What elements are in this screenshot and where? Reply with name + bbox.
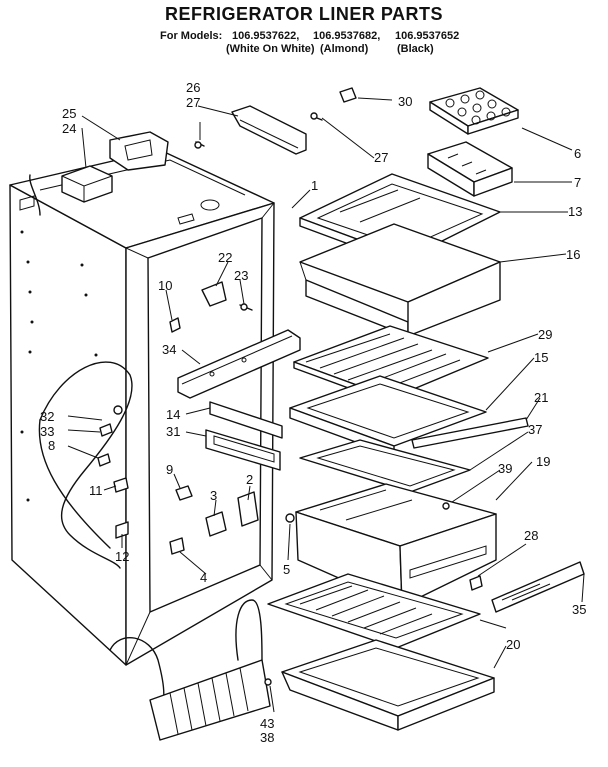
models-prefix: For Models:	[160, 30, 223, 42]
model-number-3: 106.9537652	[395, 30, 460, 42]
control-housing-parts	[61, 87, 357, 203]
callout-11: 11	[89, 483, 103, 498]
pan-18	[267, 573, 481, 649]
egg-tray	[429, 87, 519, 135]
callout-12: 12	[115, 549, 129, 564]
callout-35: 35	[572, 602, 586, 617]
callout-29: 29	[538, 327, 552, 342]
callout-39: 39	[498, 461, 512, 476]
callout-6: 6	[574, 146, 581, 161]
shelf-drawer-stack	[267, 87, 585, 731]
finish-label-2: (Almond)	[320, 43, 369, 55]
heater-assembly	[109, 599, 272, 741]
page-title: REFRIGERATOR LINER PARTS	[164, 4, 443, 24]
bottom-drawer-20	[281, 639, 495, 731]
callout-4: 4	[200, 570, 207, 585]
callout-3: 3	[210, 488, 217, 503]
callout-15: 15	[534, 350, 548, 365]
leader-lines	[67, 97, 585, 713]
dairy-bin	[427, 141, 513, 197]
callout-19: 19	[536, 454, 550, 469]
callout-16: 16	[566, 247, 580, 262]
callout-37: 37	[528, 422, 542, 437]
model-number-1: 106.9537622,	[232, 30, 300, 42]
callout-14: 14	[166, 407, 180, 422]
callout-23: 23	[234, 268, 248, 283]
callout-21: 21	[534, 390, 548, 405]
side-holes	[20, 230, 98, 502]
callout-26: 26	[186, 80, 200, 95]
callout-7: 7	[574, 175, 581, 190]
callout-28: 28	[524, 528, 538, 543]
heater-fins	[169, 667, 249, 735]
callout-25: 25	[62, 106, 76, 121]
callout-10: 10	[158, 278, 172, 293]
callout-33: 33	[40, 424, 54, 439]
crisper-drawer-upper	[299, 223, 501, 337]
callout-31: 31	[166, 424, 180, 439]
callout-43: 43	[260, 716, 274, 731]
callout-30: 30	[398, 94, 412, 109]
callout-27a: 27	[186, 95, 200, 110]
model-number-2: 106.9537682,	[313, 30, 381, 42]
callout-1: 1	[311, 178, 318, 193]
callout-22: 22	[218, 250, 232, 265]
callout-9: 9	[166, 462, 173, 477]
shelf-rail-21	[411, 417, 529, 449]
callout-5: 5	[283, 562, 290, 577]
callout-27b: 27	[374, 150, 388, 165]
callout-34: 34	[162, 342, 176, 357]
callout-2: 2	[246, 472, 253, 487]
callout-8: 8	[48, 438, 55, 453]
callout-labels: 1 2 3 4 5 6 7 8 9 10 11 12 13 14 15 16 1…	[40, 80, 586, 745]
page-header: REFRIGERATOR LINER PARTS For Models: 106…	[0, 0, 608, 80]
callout-20: 20	[506, 637, 520, 652]
callout-38: 38	[260, 730, 274, 745]
drawer-trim-35	[491, 561, 585, 613]
finish-label-3: (Black)	[397, 43, 434, 55]
callout-32: 32	[40, 409, 54, 424]
liner-cabinet	[9, 149, 275, 666]
finish-label-1: (White On White)	[226, 43, 315, 55]
interior-hardware	[97, 281, 301, 555]
callout-24: 24	[62, 121, 76, 136]
shelf-frame-15	[289, 375, 487, 457]
callout-13: 13	[568, 204, 582, 219]
